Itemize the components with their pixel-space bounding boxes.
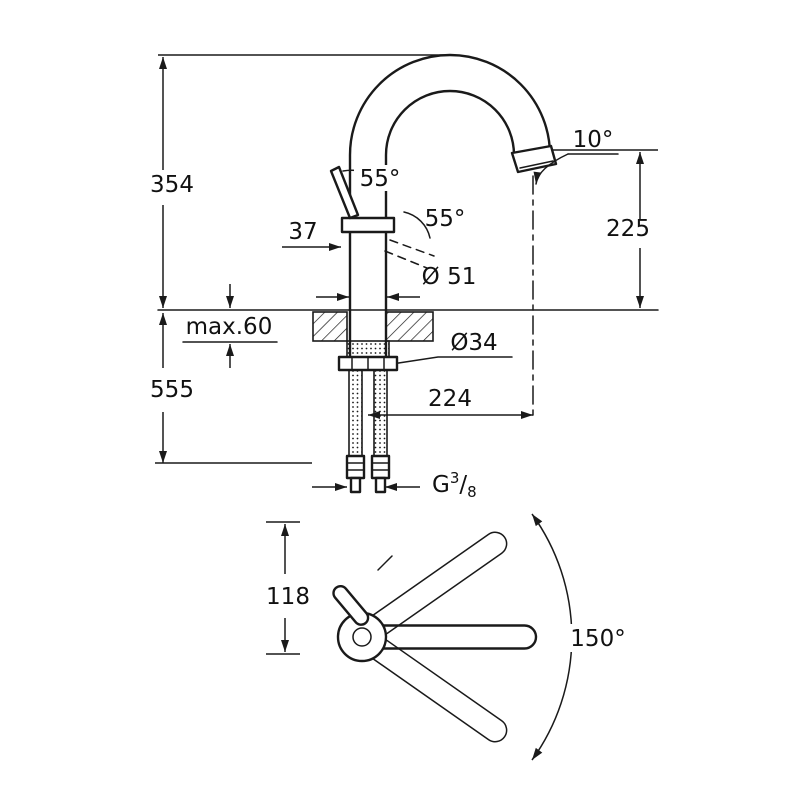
spout-inner-outline [384, 89, 516, 312]
angle-150-label: 150° [570, 626, 625, 652]
spout-nozzle [510, 144, 558, 174]
thread-nipple-left [349, 476, 362, 494]
counter-slab-left [312, 311, 348, 342]
angle-55-up-label: 55° [360, 166, 401, 192]
side-view: 354 555 225 55° 55° 10° 37 Ø 51 [150, 53, 659, 501]
body-inner-circle [352, 627, 372, 647]
dim-d34-label: Ø34 [450, 330, 497, 356]
lever-top-view [332, 584, 370, 626]
dim-d51-label: Ø 51 [422, 264, 477, 290]
counter-slab-right [385, 311, 434, 342]
threaded-shank [346, 340, 390, 358]
angle-55-side-label: 55° [425, 206, 466, 232]
spout-outer-outline [348, 53, 552, 312]
label-bg [560, 624, 636, 652]
angle-arc-lever-side [403, 211, 431, 239]
dim-37-label: 37 [288, 219, 317, 245]
angle-10-label: 10° [573, 127, 614, 153]
dim-354-label: 354 [150, 172, 194, 198]
aerator-line [519, 160, 554, 169]
hose-fitting-left [345, 454, 366, 480]
thread-nipple-right [374, 476, 387, 494]
flex-hose-left [348, 369, 363, 457]
dim-118-label: 118 [266, 584, 310, 610]
dim-max60-label: max.60 [186, 314, 273, 340]
dim-224-label: 224 [428, 386, 472, 412]
hose-fitting-right [370, 454, 391, 480]
lever-tip-line [377, 555, 393, 571]
dim-d34-leader [391, 356, 513, 365]
lever-side-position-dashed-1 [389, 239, 435, 257]
cartridge-collar [340, 216, 396, 234]
angle-10-leader-arrow [533, 153, 569, 185]
lever-side-position-dashed-2 [384, 250, 428, 269]
flex-hose-right [373, 369, 388, 457]
top-view: 118 150° [266, 513, 636, 761]
dim-555-label: 555 [150, 377, 194, 403]
dim-g38-label: G3/8 [432, 469, 477, 501]
label-bg [354, 165, 406, 191]
dim-225-label: 225 [606, 216, 650, 242]
lever-up-position [329, 165, 360, 220]
